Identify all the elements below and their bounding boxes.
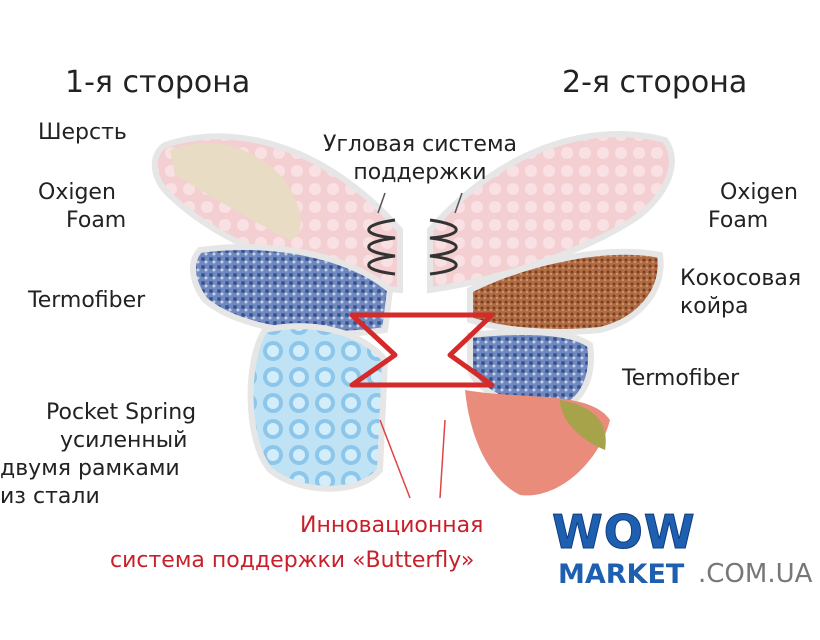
label-right-oxigen: Oxigen xyxy=(720,180,798,205)
side-2-title: 2-я сторона xyxy=(562,65,748,100)
label-corner-support: Угловая система xyxy=(322,132,518,157)
feather-tail-accent xyxy=(560,400,606,450)
label-pocket-spring: Pocket Spring xyxy=(46,400,197,425)
feather-tail xyxy=(465,390,610,496)
bottom-pointer-lines xyxy=(379,419,446,499)
label-coir: Кокосовая xyxy=(680,266,802,291)
label-right-foam: Foam xyxy=(708,208,769,233)
label-pocket-spring-2: усиленный xyxy=(60,428,188,453)
label-corner-support-2: поддержки xyxy=(353,160,487,185)
label-left-termofiber: Termofiber xyxy=(28,288,146,313)
wool-layer xyxy=(170,143,301,240)
watermark-market: MARKET xyxy=(558,559,685,590)
side-1-title: 1-я сторона xyxy=(65,65,251,100)
label-coir-2: койра xyxy=(680,294,749,319)
butterfly-support-frame xyxy=(349,312,495,388)
corner-pointer-lines xyxy=(377,192,463,214)
watermark-domain: .COM.UA xyxy=(698,559,813,589)
label-pocket-spring-4: из стали xyxy=(0,484,100,509)
corner-support-springs xyxy=(367,218,458,276)
label-innovative: Инновационная xyxy=(300,513,484,538)
label-pocket-spring-3: двумя рамками xyxy=(0,456,180,481)
label-right-termofiber: Termofiber xyxy=(622,366,740,391)
label-left-foam: Foam xyxy=(66,208,127,233)
label-wool: Шерсть xyxy=(38,120,127,145)
label-butterfly-system: система поддержки «Butterfly» xyxy=(110,548,475,573)
wowmarket-watermark: WOW MARKET .COM.UA xyxy=(548,505,820,595)
label-left-oxigen: Oxigen xyxy=(38,180,116,205)
watermark-wow: WOW xyxy=(552,505,696,560)
lower-left-wing-springs xyxy=(247,323,389,492)
